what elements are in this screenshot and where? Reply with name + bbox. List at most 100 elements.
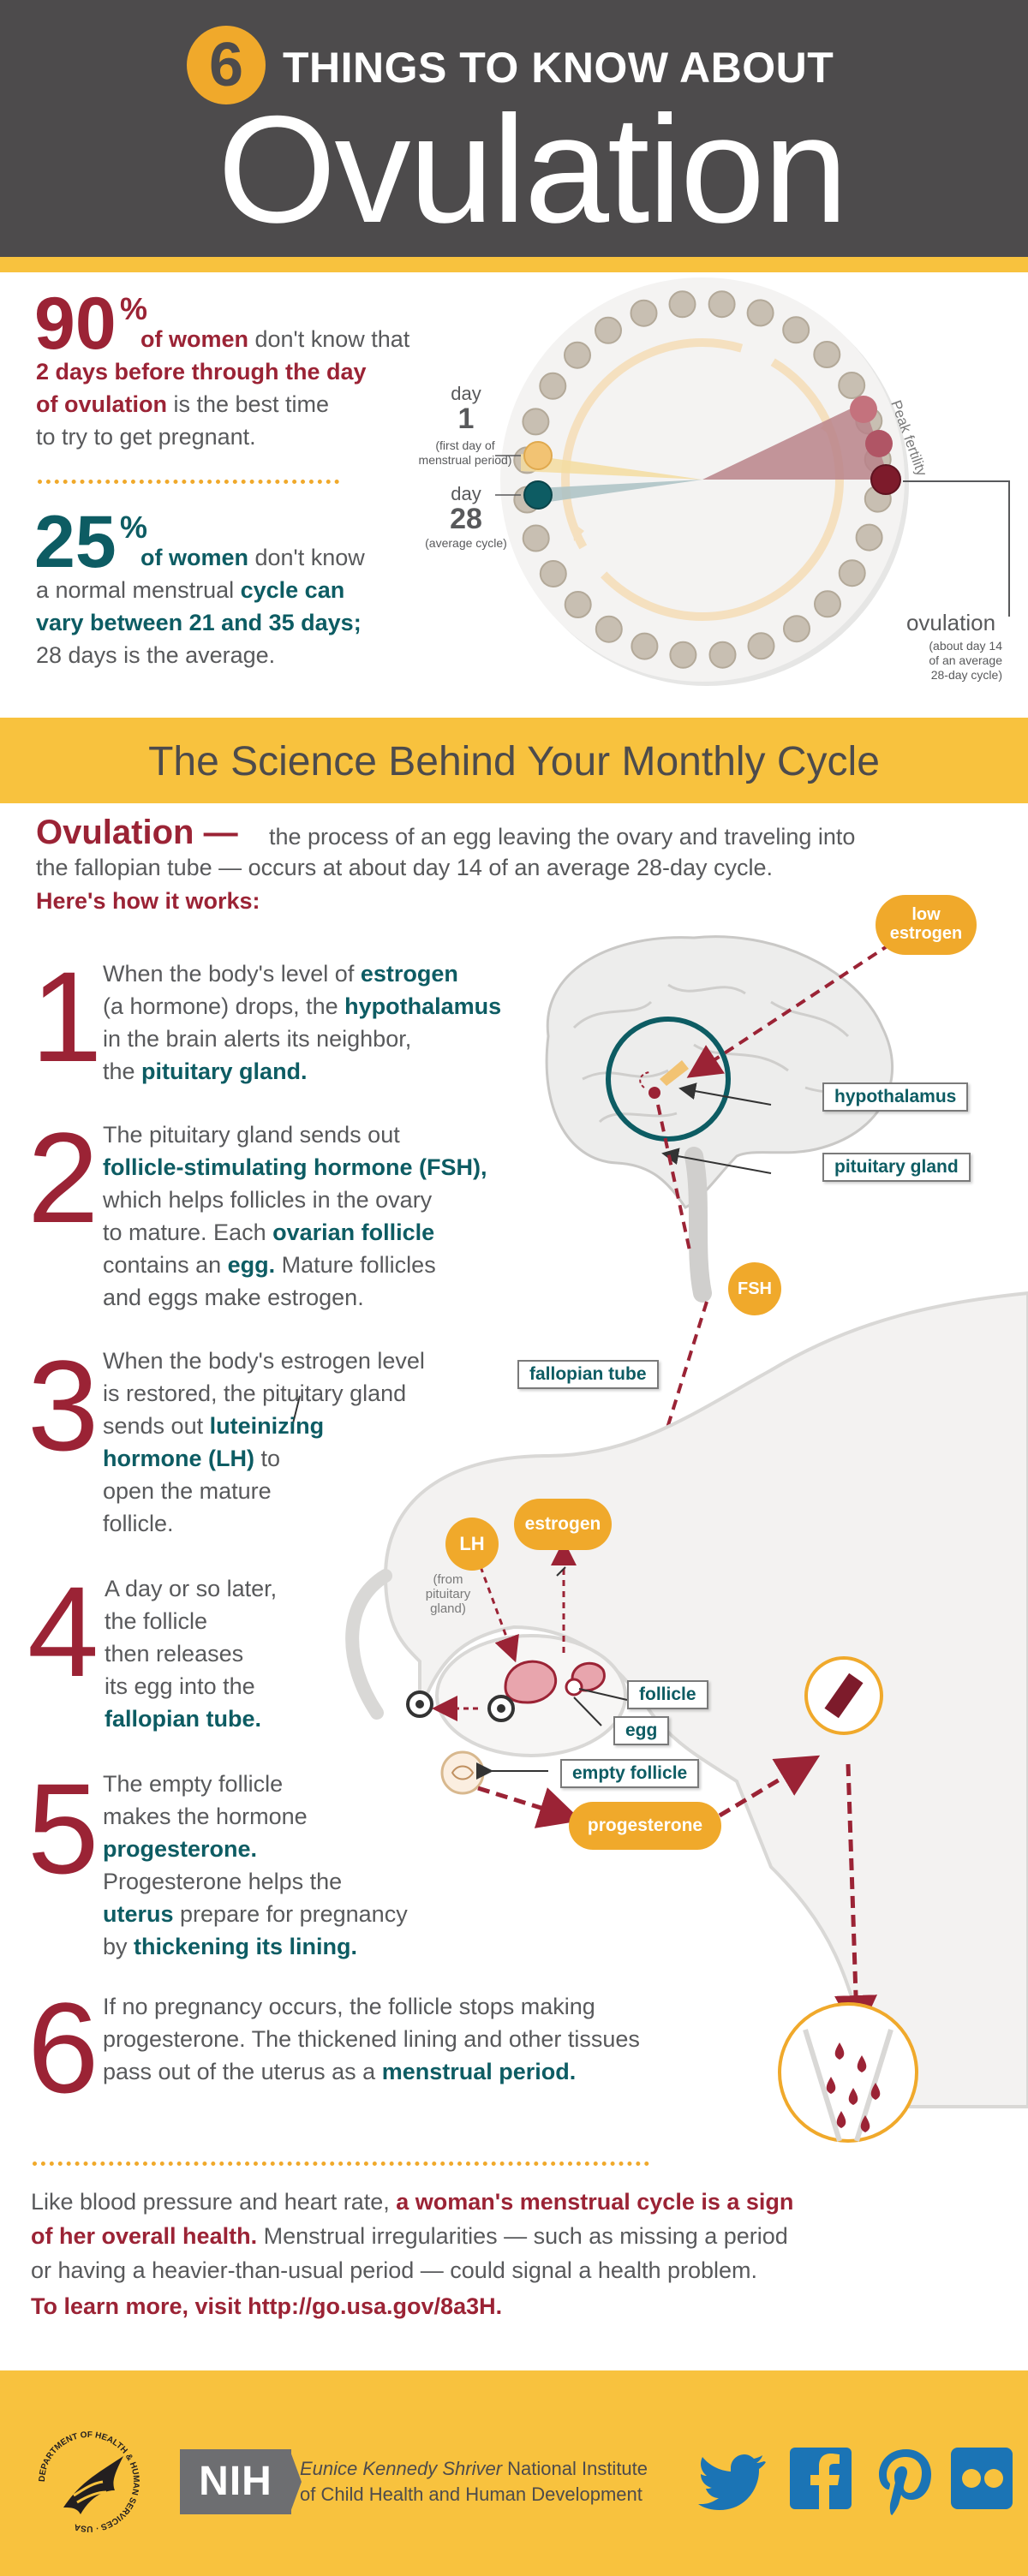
cycle-beads [513, 290, 892, 669]
step-1-text: When the body's level of estrogen(a horm… [103, 957, 501, 1088]
brain-stem [684, 1147, 712, 1303]
step-text-run: and eggs make estrogen. [103, 1285, 364, 1310]
step-line: the pituitary gland. [103, 1055, 501, 1088]
peak-fertility-wedge [702, 402, 889, 480]
ovulation-note-line3: 28-day cycle) [930, 668, 1002, 682]
step-text-run: open the mature [103, 1478, 272, 1504]
cycle-day-bead [630, 299, 658, 327]
step-line: by thickening its lining. [103, 1930, 408, 1963]
footer [0, 2370, 1028, 2576]
stat-25-line2-bold: cycle can [240, 577, 345, 603]
mature-follicle-icon [504, 1660, 558, 1704]
step-text-run: which helps follicles in the ovary [103, 1187, 433, 1213]
step-keyword: thickening its lining. [134, 1934, 358, 1959]
step-line: follicle-stimulating hormone (FSH), [103, 1151, 487, 1184]
cycle-day-bead [783, 615, 810, 643]
stat-90-line3: of ovulation is the best time [36, 388, 329, 420]
step-text-run: Progesterone helps the [103, 1869, 343, 1894]
egg-icon [565, 1678, 583, 1696]
step-line: The empty follicle [103, 1768, 408, 1800]
stat-90-line2: 2 days before through the day [36, 359, 367, 385]
hhs-seal-logo: DEPARTMENT OF HEALTH & HUMAN SERVICES · … [38, 2430, 140, 2533]
step-text-run: The empty follicle [103, 1771, 284, 1797]
step-text-run: to [254, 1446, 281, 1471]
day28-label: day 28 [437, 484, 495, 534]
step-line: If no pregnancy occurs, the follicle sto… [103, 1990, 640, 2023]
step-keyword: egg. [227, 1252, 276, 1278]
hypothalamus-pointer [678, 1082, 772, 1106]
step-line: in the brain alerts its neighbor, [103, 1023, 501, 1055]
step-text-run: progesterone. The thickened lining and o… [103, 2026, 640, 2052]
pinterest-icon[interactable] [867, 2442, 942, 2518]
step-line: When the body's estrogen level [103, 1345, 425, 1377]
flickr-icon[interactable] [946, 2442, 1021, 2518]
pituitary-gland-label: pituitary gland [822, 1153, 971, 1182]
closing-line2: of her overall health. Menstrual irregul… [31, 2223, 788, 2250]
cycle-day-bead [564, 591, 592, 618]
cycle-day-bead [669, 641, 697, 669]
ovulation-label: ovulation [905, 610, 996, 635]
day28-bead [523, 480, 553, 510]
step-text-run: the follicle [105, 1608, 208, 1634]
step-2-number: 2 [27, 1106, 99, 1249]
ovulation-definition-line1: the process of an egg leaving the ovary … [269, 824, 856, 850]
step-2-text: The pituitary gland sends out follicle-st… [103, 1118, 487, 1314]
cycle-arrow-head-left [572, 522, 584, 541]
header-accent-strip [0, 257, 1028, 272]
twitter-icon[interactable] [696, 2442, 771, 2518]
cycle-day-bead [668, 290, 696, 319]
peak-bead-1 [850, 396, 877, 423]
step-line: and eggs make estrogen. [103, 1281, 487, 1314]
closing-line1-bold: a woman's menstrual cycle is a sign [396, 2189, 794, 2215]
egg-pointer [573, 1696, 602, 1726]
learn-more-link[interactable]: To learn more, visit http://go.usa.gov/8… [31, 2293, 503, 2319]
estrogen-badge: estrogen [514, 1499, 612, 1550]
day28-number: 28 [450, 503, 482, 535]
step-text-run: by [103, 1934, 134, 1959]
step-keyword: menstrual period. [381, 2059, 577, 2084]
menstrual-flow-zoom [778, 2002, 918, 2143]
released-egg-core [497, 1704, 505, 1713]
misc-pointer [556, 1566, 566, 1577]
cycle-day-bead [747, 632, 775, 660]
facebook-icon[interactable] [785, 2442, 860, 2518]
progesterone-badge: progesterone [569, 1802, 721, 1850]
step-text-run: contains an [103, 1252, 228, 1278]
tube-egg-core [415, 1700, 424, 1708]
step-text-run: makes the hormone [103, 1804, 308, 1829]
step-text-run: follicle. [103, 1511, 174, 1536]
institute-name-line2: of Child Health and Human Development [300, 2484, 642, 2505]
nih-logo[interactable]: NIH [180, 2449, 291, 2514]
step-text-run: its egg into the [105, 1673, 255, 1699]
step-text-run: The pituitary gland sends out [103, 1122, 400, 1148]
hypothalamus-shape [660, 1060, 689, 1086]
stat-25-percent: % [120, 510, 148, 545]
header-subtitle: THINGS TO KNOW ABOUT [283, 44, 834, 92]
stat-90-line3-rest: is the best time [166, 391, 330, 417]
closing-line1-pre: Like blood pressure and heart rate, [31, 2189, 397, 2215]
step-text-run: sends out [103, 1413, 210, 1439]
cycle-day-bead [814, 590, 841, 618]
institute-italic: Eunice Kennedy Shriver [300, 2458, 503, 2479]
step-line: the follicle [105, 1605, 277, 1637]
feedback-loop [639, 1071, 650, 1088]
stat-90-bold: of women [140, 326, 248, 352]
lining-segment [824, 1673, 864, 1719]
institute-rest: National Institute [502, 2458, 648, 2479]
day1-wedge [521, 454, 702, 480]
stat-25-rest: don't know [248, 545, 365, 570]
fsh-badge: FSH [728, 1262, 781, 1315]
pituitary-shape [648, 1087, 660, 1099]
fsh-arrow-upper [656, 1104, 691, 1251]
step-line: Progesterone helps the [103, 1865, 408, 1898]
closing-line3: or having a heavier-than-usual period — … [31, 2257, 758, 2283]
step-keyword: luteinizing [209, 1413, 325, 1439]
cycle-day-bead [522, 524, 550, 552]
follicle-label: follicle [627, 1680, 708, 1709]
step-text-run: Mature follicles [275, 1252, 436, 1278]
follicle-pointer [578, 1688, 628, 1701]
step-text-run: to mature. Each [103, 1219, 273, 1245]
day28-wedge [537, 480, 702, 504]
cycle-day-bead [782, 316, 810, 344]
step-3-number: 3 [27, 1333, 99, 1477]
